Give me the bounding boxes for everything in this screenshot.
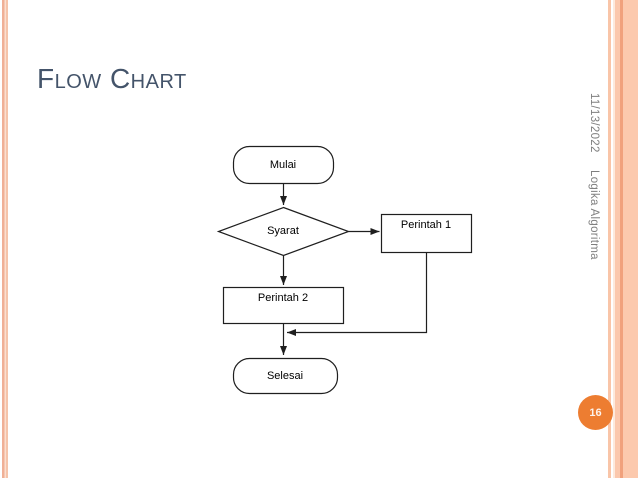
flowchart-node-perintah2 [222,286,345,325]
page-title: Flow Chart [37,63,187,94]
page-number-badge: 16 [578,395,613,430]
node-label-perintah2: Perintah 2 [257,292,309,304]
flowchart-node-perintah1 [380,213,473,254]
flowchart-node-selesai [232,357,339,395]
page-number-label: 16 [589,406,602,419]
right-border-stripe [608,0,638,478]
node-label-mulai: Mulai [269,158,297,171]
sidebar-date-text: 11/13/2022 [588,93,600,153]
node-label-syarat: Syarat [267,225,299,237]
sidebar-course-text: Logika Algoritma [588,170,600,260]
node-label-perintah1: Perintah 1 [400,219,452,231]
node-label-selesai: Selesai [266,369,304,382]
left-border-stripe [2,0,8,478]
flowchart-node-syarat [216,206,351,257]
flowchart-node-mulai [232,145,335,185]
edge-perintah1-connector [287,252,428,336]
